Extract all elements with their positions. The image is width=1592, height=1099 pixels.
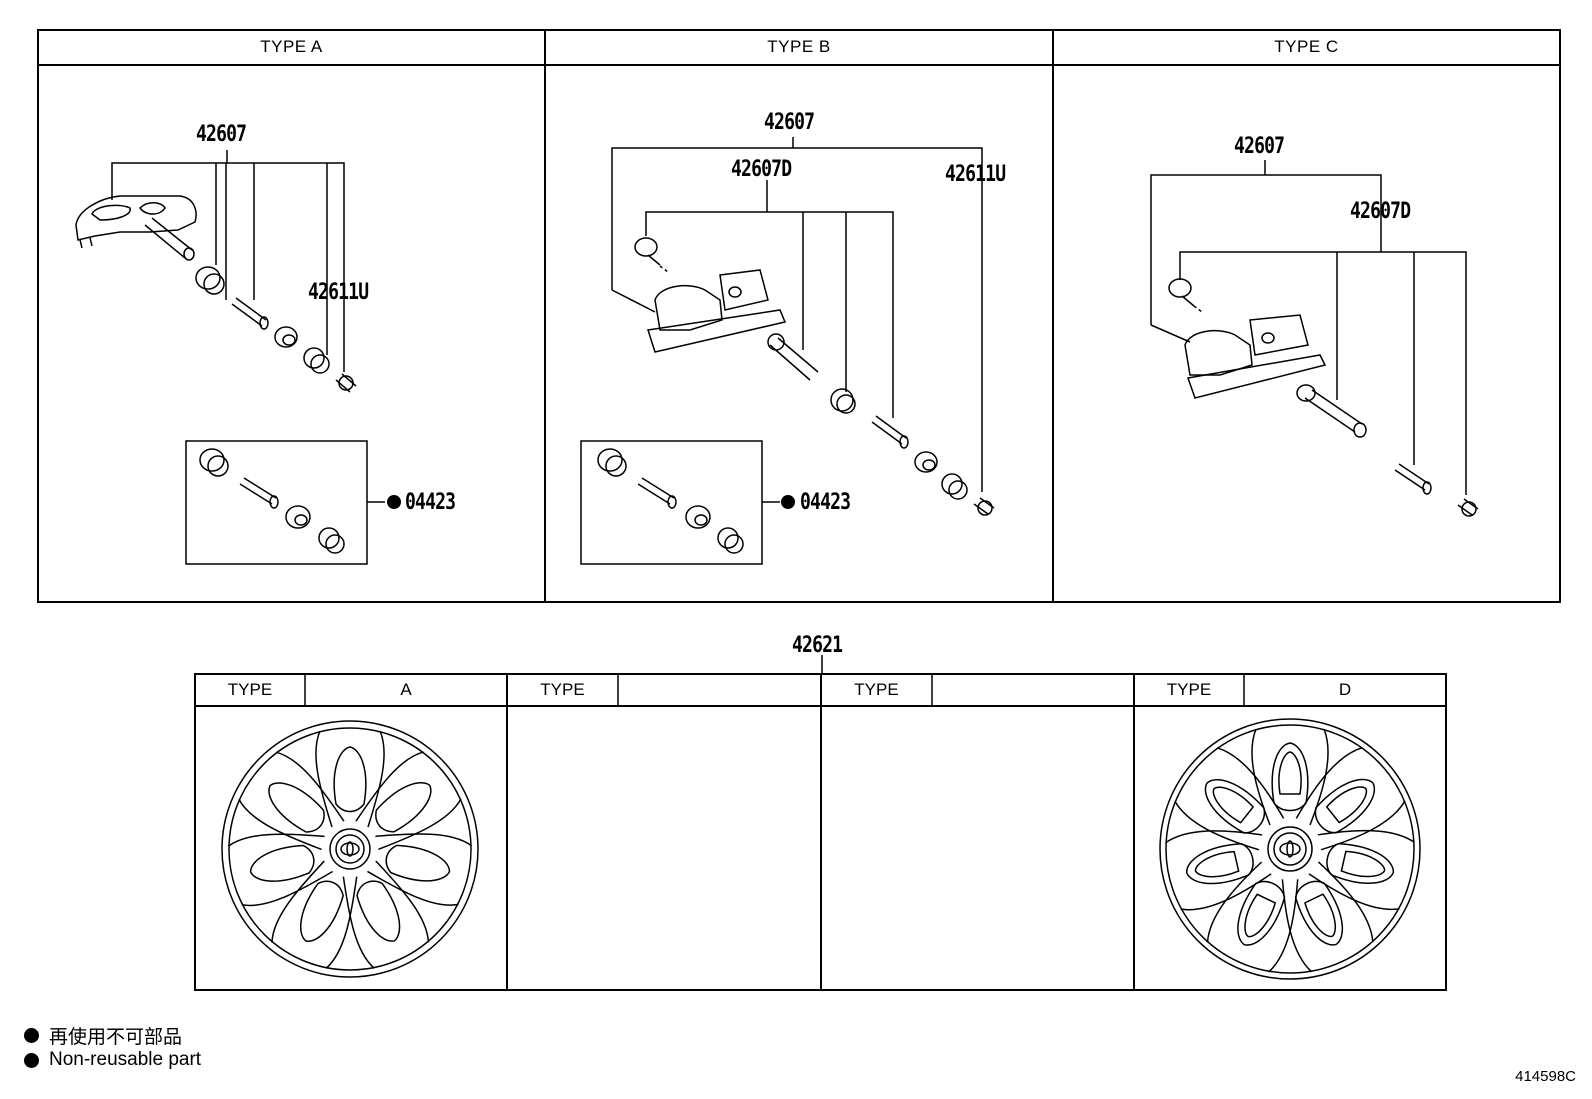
part-number-a-cap: 42611U (308, 280, 369, 305)
wheel-cap-a (221, 720, 479, 978)
part-number-b-sub: 42607D (731, 157, 792, 182)
wheel-type-value-2 (618, 675, 821, 705)
wheel-type-label-4: TYPE (1166, 680, 1212, 699)
part-number-wheel-cap: 42621 (792, 633, 843, 658)
part-number-b-kit: 04423 (800, 490, 851, 515)
legend-jp: 再使用不可部品 (24, 1022, 182, 1049)
part-number-c-sub: 42607D (1350, 199, 1411, 224)
legend-en-text: Non-reusable part (49, 1049, 202, 1070)
part-number-b-main: 42607 (764, 110, 815, 135)
header-type-b: TYPE B (767, 37, 831, 56)
bottom-table-frame (194, 673, 1447, 991)
type-c-sensor (1168, 278, 1479, 517)
legend-en: Non-reusable part (24, 1049, 201, 1071)
non-reusable-dot-icon (24, 1028, 39, 1043)
header-type-a: TYPE A (260, 37, 323, 56)
header-type-c: TYPE C (1274, 37, 1339, 56)
type-a-non-reusable-dot (387, 495, 401, 509)
part-number-b-cap: 42611U (945, 162, 1006, 187)
wheel-type-value-4: D (1338, 680, 1352, 699)
type-c-leaders (1150, 160, 1467, 495)
non-reusable-dot-icon (24, 1052, 39, 1068)
wheel-type-label-2: TYPE (540, 680, 585, 699)
wheel-cap-d (1159, 718, 1421, 980)
part-number-a-main: 42607 (196, 122, 247, 147)
type-b-leaders (580, 137, 983, 565)
part-number-c-main: 42607 (1234, 134, 1285, 159)
type-b-non-reusable-dot (781, 495, 795, 509)
type-a-kit-parts (199, 448, 345, 554)
type-a-sensor (75, 195, 197, 261)
part-number-a-kit: 04423 (405, 490, 456, 515)
wheel-type-label-1: TYPE (227, 680, 273, 699)
legend-jp-text: 再使用不可部品 (49, 1027, 183, 1048)
wheel-type-value-3 (932, 675, 1134, 705)
type-b-sensor (634, 237, 995, 516)
wheel-type-label-3: TYPE (854, 680, 899, 699)
type-a-leaders (111, 150, 385, 565)
type-a-small-parts (195, 266, 357, 393)
figure-id: 414598C (1515, 1068, 1576, 1085)
wheel-type-value-1: A (400, 680, 412, 699)
type-b-kit-parts (597, 448, 744, 554)
top-table-frame (37, 29, 1561, 603)
